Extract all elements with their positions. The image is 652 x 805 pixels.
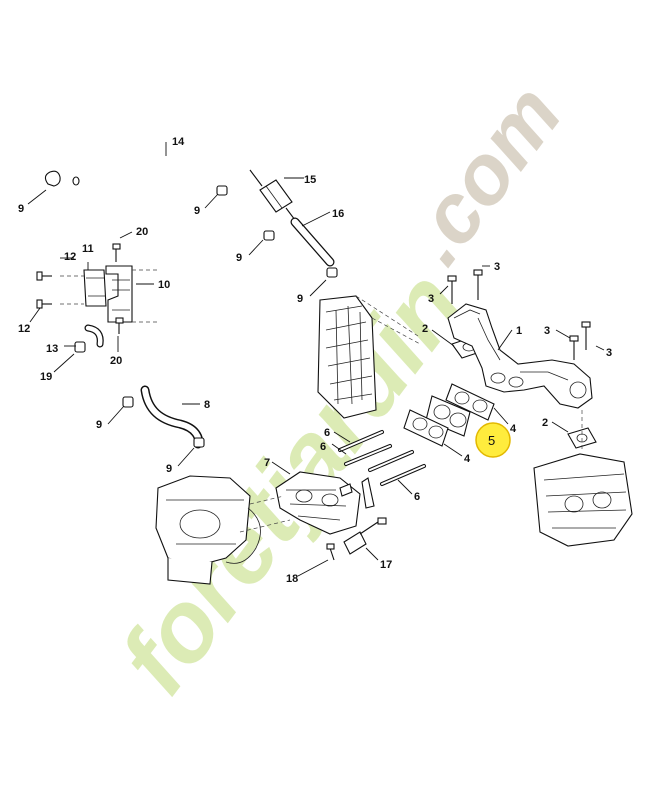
callout-3b: 3: [494, 261, 500, 273]
callout-9b: 9: [194, 205, 200, 217]
highlight-circle[interactable]: [475, 422, 511, 458]
callout-8: 8: [204, 399, 210, 411]
hose-clamp-9c: [263, 230, 275, 241]
spacer-5: [425, 395, 471, 437]
air-filter-base: [155, 475, 291, 585]
hose-clamp-9a: [44, 170, 61, 187]
screw-20a: [112, 243, 121, 262]
callout-6c: 6: [414, 491, 420, 503]
callout-12a: 12: [64, 251, 76, 263]
callout-11: 11: [82, 243, 94, 255]
callout-4a: 4: [510, 423, 517, 435]
bracket-assembly-10: [105, 265, 160, 323]
callout-6b: 6: [320, 441, 326, 453]
callout-13: 13: [46, 343, 58, 355]
callout-9c: 9: [236, 252, 242, 264]
callout-9e: 9: [96, 419, 102, 431]
highlight-label: 5: [488, 433, 495, 448]
callout-7: 7: [264, 457, 270, 469]
callout-14: 14: [172, 136, 185, 148]
bolt-3d: [581, 321, 591, 350]
callout-16: 16: [332, 208, 344, 220]
fuel-line-14: [72, 147, 252, 186]
callout-12b: 12: [18, 323, 30, 335]
callout-9a: 9: [18, 203, 24, 215]
hose-clamp-9b: [216, 185, 228, 196]
exhaust-manifold-1: [447, 303, 593, 409]
screw-18: [326, 543, 335, 561]
carburetor-7: [275, 471, 375, 535]
cylinder-head: [533, 410, 633, 547]
gasket-4b: [403, 409, 449, 447]
screw-12a: [36, 271, 52, 281]
hose-13: [84, 324, 104, 348]
bolt-3b: [473, 269, 483, 300]
callout-3c: 3: [544, 325, 550, 337]
callout-18: 18: [286, 573, 298, 585]
engine-cylinder-block: [317, 295, 421, 419]
stud-6d: [380, 464, 426, 486]
callout-20a: 20: [136, 226, 148, 238]
screw-12b: [36, 299, 52, 309]
stud-6c: [368, 450, 414, 472]
callout-3a: 3: [428, 293, 434, 305]
hose-clamp-19: [74, 341, 86, 353]
leader-lines: [27, 142, 605, 577]
callout-2a: 2: [422, 323, 428, 335]
watermark-suffix: .com: [386, 68, 579, 281]
bolt-3a: [447, 275, 457, 304]
callout-19: 19: [40, 371, 52, 383]
callout-10: 10: [158, 279, 170, 291]
callout-2b: 2: [542, 417, 548, 429]
solenoid-11: [60, 269, 107, 307]
stud-6a: [338, 430, 384, 452]
callout-15: 15: [304, 174, 316, 186]
hose-clamp-9d: [326, 267, 338, 278]
bolt-3c: [569, 335, 579, 360]
fuel-solenoid-17: [343, 517, 387, 555]
callout-17: 17: [380, 559, 392, 571]
callout-labels: 14 9 9 15 16 9 20 11 12 10 9 12 3 3 13 2…: [18, 136, 612, 585]
callout-3d: 3: [606, 347, 612, 359]
callout-20b: 20: [110, 355, 122, 367]
screw-20b: [115, 317, 124, 334]
callout-9f: 9: [166, 463, 172, 475]
hose-clamp-9f: [193, 437, 205, 448]
highlight-callout-5[interactable]: 5: [475, 422, 511, 458]
stud-6b: [344, 444, 392, 466]
callout-4b: 4: [464, 453, 471, 465]
breather-hose-8: [140, 385, 203, 449]
callout-9d: 9: [297, 293, 303, 305]
gasket-4a: [445, 383, 495, 421]
fuel-filter-15: [249, 169, 296, 221]
callout-1: 1: [516, 325, 522, 337]
callout-6a: 6: [324, 427, 330, 439]
fuel-line-16: [290, 217, 335, 267]
hose-clamp-9e: [122, 396, 134, 408]
